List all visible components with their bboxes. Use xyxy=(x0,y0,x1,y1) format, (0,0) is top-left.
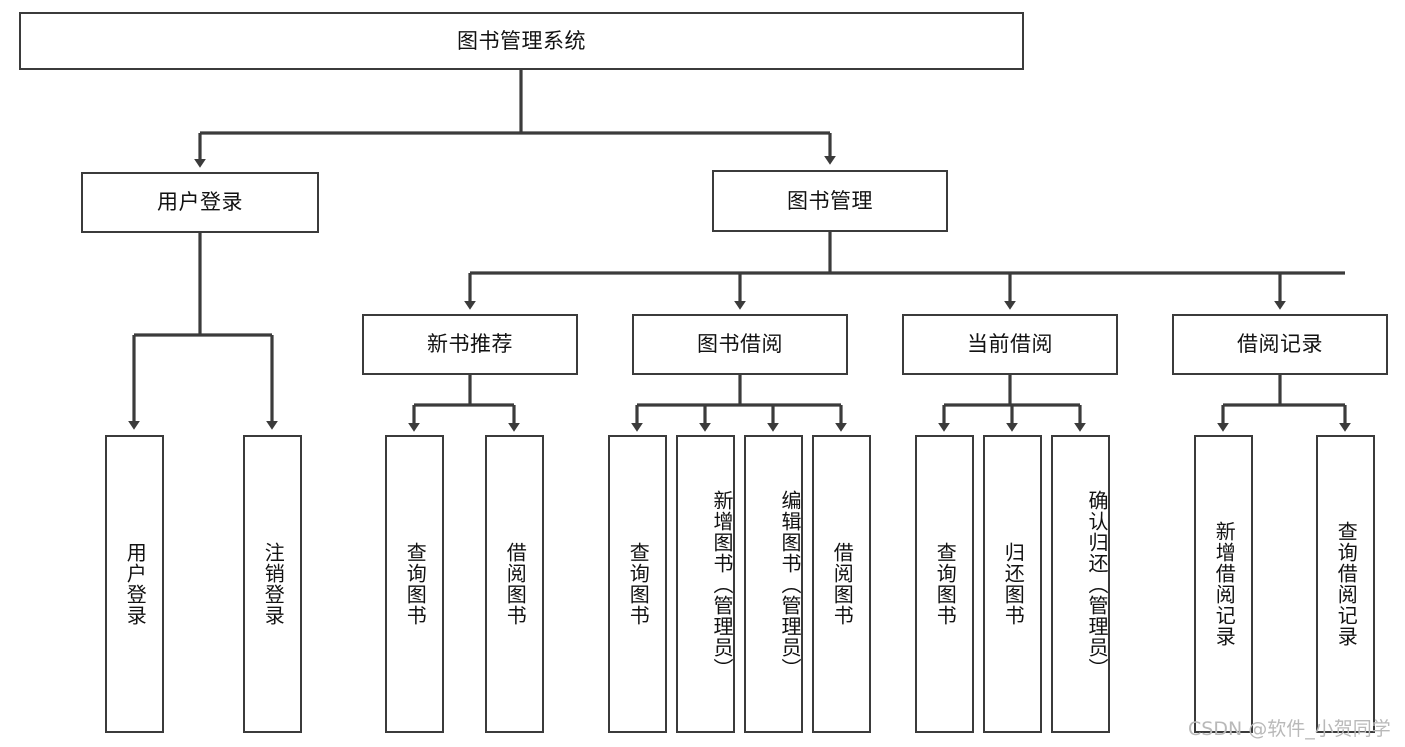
node-label: 借阅记录 xyxy=(1237,332,1323,357)
node-leaf-query-book-1[interactable]: 查询图书 xyxy=(385,435,444,733)
node-label: 用户登录 xyxy=(123,542,148,626)
node-label: 确认归还（管理员） xyxy=(1085,489,1109,679)
node-label: 图书管理 xyxy=(787,188,873,213)
node-leaf-return-book[interactable]: 归还图书 xyxy=(983,435,1042,733)
node-leaf-borrow-book-1[interactable]: 借阅图书 xyxy=(485,435,544,733)
node-book-management-system[interactable]: 图书管理系统 xyxy=(19,12,1024,70)
node-book-borrow[interactable]: 图书借阅 xyxy=(632,314,848,375)
node-label: 注销登录 xyxy=(261,542,286,626)
node-leaf-query-record[interactable]: 查询借阅记录 xyxy=(1316,435,1375,733)
node-leaf-borrow-book-2[interactable]: 借阅图书 xyxy=(812,435,871,733)
node-current-borrow[interactable]: 当前借阅 xyxy=(902,314,1118,375)
node-label: 新增借阅记录 xyxy=(1212,521,1237,647)
node-borrow-record[interactable]: 借阅记录 xyxy=(1172,314,1388,375)
node-label: 归还图书 xyxy=(1001,542,1026,626)
node-leaf-query-book-3[interactable]: 查询图书 xyxy=(915,435,974,733)
node-label: 用户登录 xyxy=(157,190,243,215)
node-label: 图书管理系统 xyxy=(457,28,586,53)
node-label: 新增图书（管理员） xyxy=(710,489,734,679)
node-leaf-user-login[interactable]: 用户登录 xyxy=(105,435,164,733)
node-book-manage[interactable]: 图书管理 xyxy=(712,170,948,232)
node-leaf-logout-login[interactable]: 注销登录 xyxy=(243,435,302,733)
node-leaf-edit-book[interactable]: 编辑图书（管理员） xyxy=(744,435,803,733)
node-label: 查询图书 xyxy=(626,542,651,626)
node-leaf-add-book[interactable]: 新增图书（管理员） xyxy=(676,435,735,733)
node-label: 新书推荐 xyxy=(427,332,513,357)
node-label: 查询借阅记录 xyxy=(1334,521,1359,647)
node-user-login[interactable]: 用户登录 xyxy=(81,172,319,233)
node-label: 当前借阅 xyxy=(967,332,1053,357)
node-leaf-confirm-return[interactable]: 确认归还（管理员） xyxy=(1051,435,1110,733)
node-leaf-add-record[interactable]: 新增借阅记录 xyxy=(1194,435,1253,733)
node-new-book-recommend[interactable]: 新书推荐 xyxy=(362,314,578,375)
node-label: 编辑图书（管理员） xyxy=(778,489,802,679)
node-label: 查询图书 xyxy=(933,542,958,626)
node-label: 借阅图书 xyxy=(830,542,855,626)
csdn-watermark: CSDN @软件_小贺同学 xyxy=(1188,718,1391,740)
node-label: 查询图书 xyxy=(403,542,428,626)
node-label: 借阅图书 xyxy=(503,542,528,626)
node-leaf-query-book-2[interactable]: 查询图书 xyxy=(608,435,667,733)
node-label: 图书借阅 xyxy=(697,332,783,357)
